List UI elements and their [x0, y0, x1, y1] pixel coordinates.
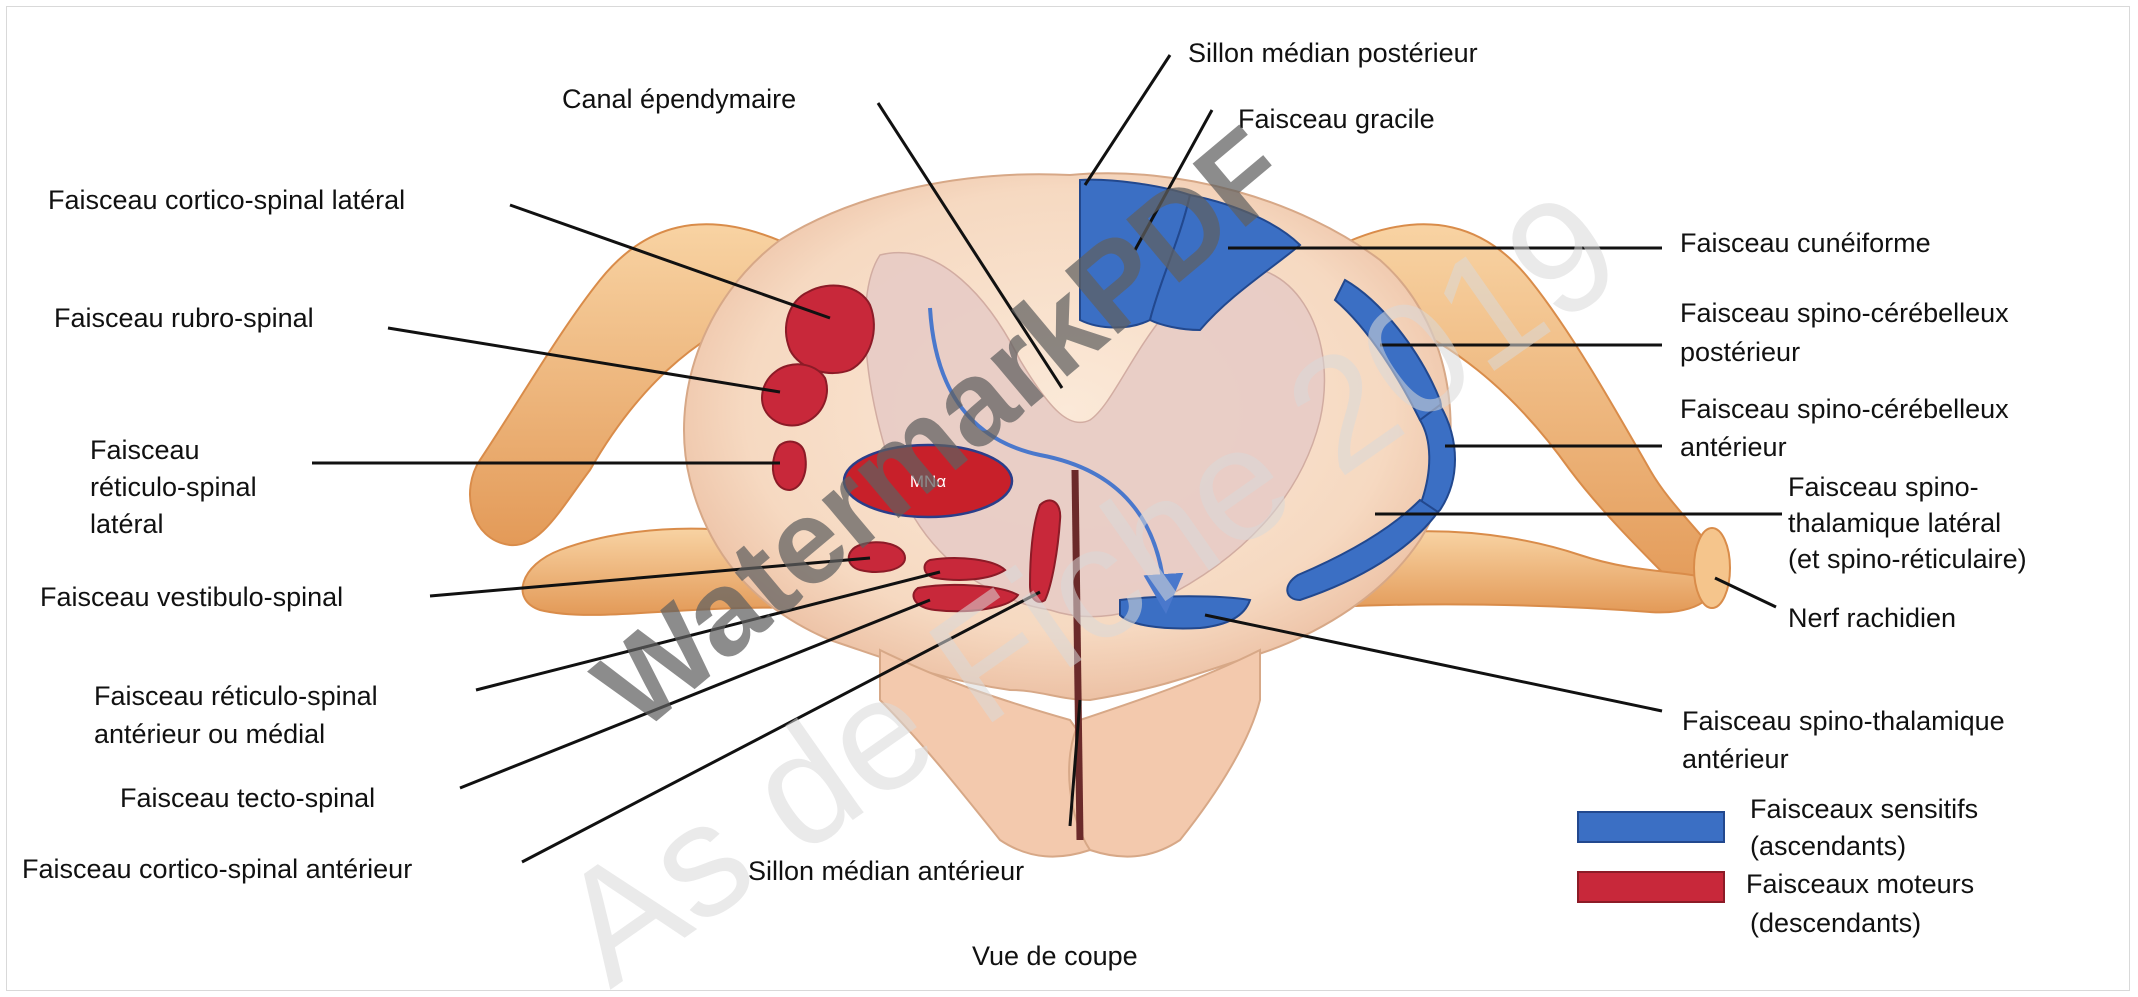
legend-swatch-motor [1578, 872, 1724, 902]
nerf-rachidien-cut [1694, 528, 1730, 608]
leader-tecto [460, 600, 930, 788]
label-cortico-spinal-lateral: Faisceau cortico-spinal latéral [48, 185, 405, 215]
label-faisceau-gracile: Faisceau gracile [1238, 104, 1435, 134]
legend-swatch-sensitive [1578, 812, 1724, 842]
label-spino-cerebelleux-anterieur-1: Faisceau spino-cérébelleux [1680, 394, 2009, 424]
label-spino-thalamique-lateral-3: (et spino-réticulaire) [1788, 544, 2027, 574]
labels-right: Faisceau cunéiforme Faisceau spino-céréb… [1680, 228, 2027, 774]
spinal-cord [684, 173, 1451, 856]
labels-left: Faisceau cortico-spinal latéral Faisceau… [22, 185, 412, 884]
legend-sensitive-line1: Faisceaux sensitifs [1750, 794, 1978, 824]
legend-sensitive-line2: (ascendants) [1750, 831, 1906, 861]
caption: Vue de coupe [972, 941, 1138, 971]
legend-motor-line2: (descendants) [1750, 908, 1921, 938]
label-spino-thalamique-anterieur-2: antérieur [1682, 744, 1789, 774]
label-spino-thalamique-lateral-2: thalamique latéral [1788, 508, 2001, 538]
label-reticulo-spinal-lateral-3: latéral [90, 509, 164, 539]
label-reticulo-spinal-lateral-2: réticulo-spinal [90, 472, 257, 502]
label-tecto-spinal: Faisceau tecto-spinal [120, 783, 375, 813]
cortico-spinal-lateral-shape [786, 286, 874, 374]
reticulo-spinal-lateral-shape [773, 442, 806, 490]
label-sillon-median-posterieur: Sillon médian postérieur [1188, 38, 1478, 68]
leader-sillon-post [1085, 55, 1170, 185]
label-cortico-spinal-anterieur: Faisceau cortico-spinal antérieur [22, 854, 412, 884]
leader-spth-ant [1205, 615, 1662, 711]
legend-motor-line1: Faisceaux moteurs [1746, 869, 1974, 899]
legend: Faisceaux sensitifs (ascendants) Faiscea… [1578, 794, 1978, 938]
label-reticulo-spinal-anterieur-1: Faisceau réticulo-spinal [94, 681, 378, 711]
label-faisceau-cuneiforme: Faisceau cunéiforme [1680, 228, 1931, 258]
label-reticulo-spinal-anterieur-2: antérieur ou médial [94, 719, 325, 749]
label-spino-cerebelleux-posterieur-1: Faisceau spino-cérébelleux [1680, 298, 2009, 328]
label-canal-ependymaire: Canal épendymaire [562, 84, 796, 114]
vestibulo-spinal-shape [849, 542, 905, 572]
label-rubro-spinal: Faisceau rubro-spinal [54, 303, 314, 333]
mn-alpha-label: MNα [910, 472, 946, 491]
anterior-median-fissure [1075, 470, 1080, 840]
label-nerf-rachidien: Nerf rachidien [1788, 603, 1956, 633]
label-reticulo-spinal-lateral-1: Faisceau [90, 435, 200, 465]
label-spino-cerebelleux-posterieur-2: postérieur [1680, 337, 1800, 367]
label-sillon-median-anterieur: Sillon médian antérieur [748, 856, 1024, 886]
label-vestibulo-spinal: Faisceau vestibulo-spinal [40, 582, 343, 612]
label-spino-thalamique-lateral-1: Faisceau spino- [1788, 472, 1979, 502]
label-spino-thalamique-anterieur-1: Faisceau spino-thalamique [1682, 706, 2005, 736]
label-spino-cerebelleux-anterieur-2: antérieur [1680, 432, 1787, 462]
